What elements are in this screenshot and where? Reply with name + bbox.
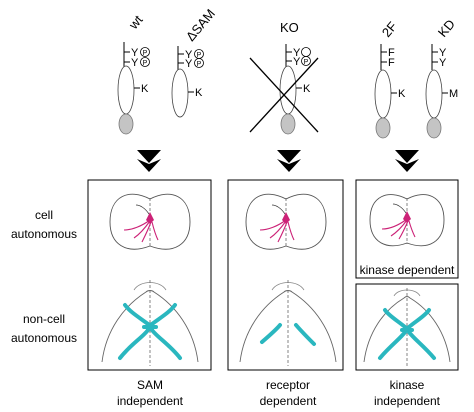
label-kd: KD (435, 16, 458, 39)
bottom-label-sam: SAM (137, 378, 163, 392)
residue-y1-dsam: Y (185, 49, 193, 61)
residue-y2-dsam: Y (185, 58, 193, 70)
phospho-circle-1-ko (301, 47, 311, 57)
phospho-circle-2-ko (301, 56, 311, 66)
kinase-domain-2f (374, 69, 392, 119)
phospho-p1-dsam: P (197, 52, 202, 59)
label-ko: KO (280, 20, 299, 35)
receptor-wt: wt Y Y P P K (117, 12, 150, 135)
kinase-domain-dsam (171, 68, 189, 118)
receptor-kd: KD Y Y M (425, 16, 458, 139)
residue-k-wt: K (141, 83, 149, 95)
arrow-col2 (277, 150, 301, 163)
residue-y2-kd: Y (439, 57, 447, 69)
residue-y2-wt: Y (131, 57, 139, 69)
row-label-noncell-autonomous: autonomous (11, 331, 77, 345)
panel-col3-bottom (355, 283, 459, 371)
commissure-right-col2 (294, 323, 316, 346)
sam-domain-kd (426, 117, 442, 139)
phospho-circle-2-wt (140, 57, 150, 67)
commissure-right-col1 (150, 303, 182, 360)
row-label-autonomous: autonomous (11, 227, 77, 241)
embryo-bottom-col3 (363, 288, 451, 366)
panel-col1 (87, 179, 212, 371)
label-wt: wt (125, 12, 146, 33)
commissure-left-col1 (118, 303, 150, 360)
sam-domain-2f (375, 117, 391, 139)
label-dsam: ΔSAM (183, 6, 218, 44)
residue-m-kd: M (449, 88, 458, 100)
embryo-bottom-col2 (239, 280, 337, 366)
residue-f2-2f: F (388, 57, 395, 69)
phospho-p2-dsam: P (197, 61, 202, 68)
residue-y2-ko: Y (293, 56, 301, 68)
panel-col2 (227, 179, 344, 371)
arrow-col1 (137, 150, 161, 163)
embryo-top-col3 (369, 194, 445, 247)
residue-k-ko: K (303, 83, 311, 95)
kinase-domain-wt (117, 65, 135, 115)
sam-domain-ko (280, 113, 296, 135)
phospho-p1-ko: P (304, 59, 309, 66)
kinase-domain-kd (425, 69, 443, 119)
phospho-p2-wt: P (143, 60, 148, 67)
sam-domain-wt (118, 113, 134, 135)
label-2f: 2F (379, 19, 400, 40)
bottom-label-receptor-dependent: dependent (260, 394, 317, 408)
residue-y1-wt: Y (131, 47, 139, 59)
bottom-label-kinase: kinase (390, 378, 425, 392)
receptor-2f: 2F F F K (374, 19, 406, 139)
residue-f1-2f: F (388, 47, 395, 59)
commissure-right-col3 (407, 308, 436, 360)
residue-k-2f: K (398, 88, 406, 100)
residue-y1-ko: Y (293, 47, 301, 59)
residue-y1-kd: Y (439, 47, 447, 59)
receptor-ko: KO Y Y P K (249, 20, 319, 135)
embryo-top-col2 (245, 193, 327, 250)
arrow-col3 (395, 150, 419, 163)
panel-col3-top (355, 179, 459, 279)
row-label-cell: cell (35, 208, 53, 222)
phospho-circle-2-dsam (194, 58, 204, 68)
bottom-label-kinase-independent: independent (374, 394, 441, 408)
residue-k-dsam: K (195, 87, 203, 99)
row-label-noncell: non-cell (23, 312, 65, 326)
bottom-label-sam-independent: independent (117, 394, 184, 408)
embryo-top-col1 (109, 193, 191, 250)
commissure-left-col3 (378, 308, 407, 360)
caption-kinase-dependent: kinase dependent (360, 263, 455, 277)
bottom-label-receptor: receptor (266, 378, 310, 392)
receptor-dsam: ΔSAM Y Y P P K (171, 6, 218, 118)
phospho-circle-1-wt (140, 47, 150, 57)
knockout-cross-line-2 (249, 57, 319, 133)
commissure-left-col2 (260, 323, 282, 344)
phospho-p1-wt: P (143, 50, 148, 57)
embryo-bottom-col1 (101, 280, 199, 366)
